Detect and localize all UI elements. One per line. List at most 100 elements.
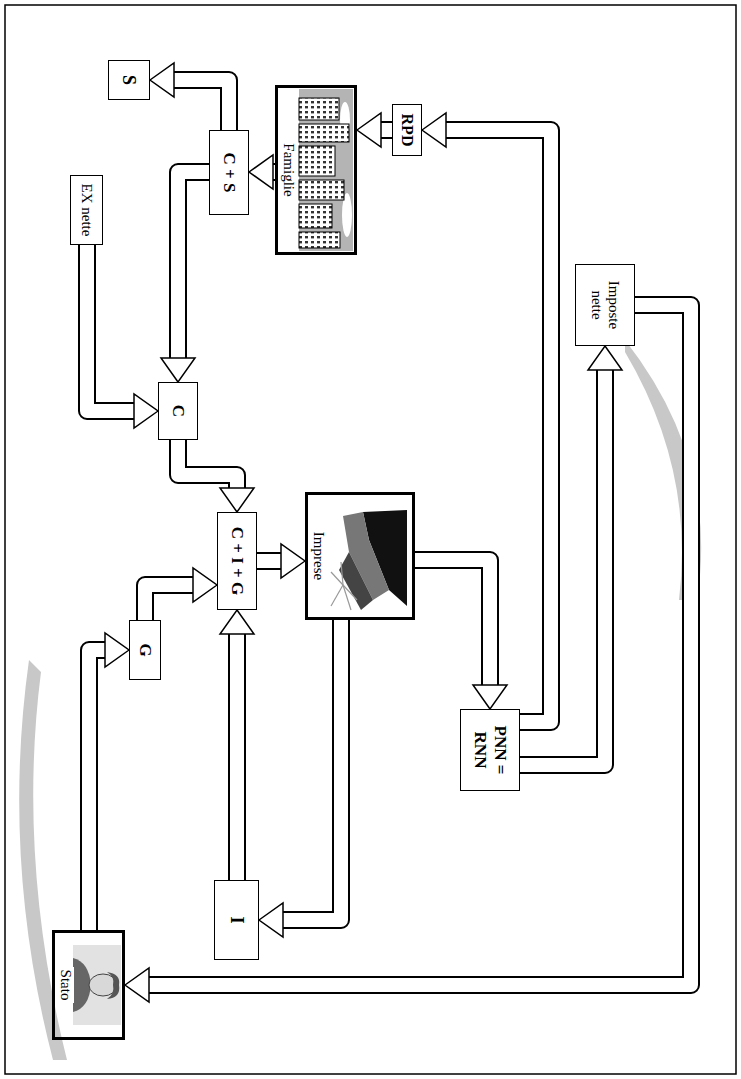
arrow-head (259, 903, 283, 937)
arrow-outline (147, 305, 691, 985)
arrow-body (172, 80, 229, 130)
portrait-ground (73, 945, 121, 1025)
arrow-outline (178, 172, 209, 360)
outer-frame (5, 5, 736, 1074)
sector-name: Famiglie (280, 140, 297, 199)
flow-label: PNN = RNN (470, 716, 509, 784)
arrow-head (422, 113, 446, 147)
building (299, 146, 335, 176)
arrow-body (257, 554, 283, 568)
arrow-body (89, 650, 107, 930)
arrow-head (357, 113, 381, 147)
building (299, 98, 339, 120)
arrow-head (125, 968, 149, 1002)
flow-arrow (415, 560, 507, 709)
arrow-outline (178, 440, 237, 490)
arrow-head (588, 346, 622, 370)
sector-name: Stato (57, 967, 74, 1004)
arrow-body (444, 130, 551, 722)
sector-box: Stato (52, 930, 125, 1040)
building (299, 204, 332, 228)
flow-arrow (87, 245, 158, 428)
arrow-body (520, 368, 605, 765)
flow-arrow (150, 63, 229, 130)
flow-arrow (178, 440, 254, 512)
flow-arrow (422, 113, 551, 722)
flow-arrow (161, 172, 209, 382)
flow-label-box: PNN = RNN (460, 709, 520, 791)
flow-label: C (168, 405, 188, 417)
picture-ground (329, 496, 411, 616)
building (299, 124, 349, 142)
light-burst (331, 562, 357, 610)
flow-label: C + S (219, 153, 239, 193)
state-portrait (73, 945, 121, 1025)
building (299, 232, 340, 248)
stock-box: S (108, 60, 150, 100)
flow-label: EX nette (78, 184, 95, 237)
flow-arrow (257, 544, 305, 578)
flow-label-box: C (158, 382, 198, 440)
arrow-outline (257, 552, 283, 570)
arrow-head (150, 63, 174, 97)
flow-label: Imposte nette (588, 271, 623, 339)
flow-label-box: C + I + G (217, 512, 257, 610)
grey-plane (339, 552, 373, 610)
arrow-outline (172, 80, 229, 130)
arrow-outline (89, 650, 107, 930)
flow-label-box: G (129, 620, 161, 680)
city-sky (299, 89, 353, 251)
sector-box: Imprese (305, 492, 415, 620)
arrow-body (178, 440, 237, 490)
flow-arrow (357, 113, 392, 147)
flow-label: C + I + G (227, 527, 247, 596)
arrow-outline (281, 620, 341, 920)
arrow-body (147, 305, 691, 985)
flow-label-box: C + S (209, 130, 249, 215)
arrow-head (249, 155, 273, 189)
arrow-head (105, 633, 129, 667)
flow-arrow (520, 346, 622, 765)
arrow-body (281, 620, 341, 920)
factory-illustration (329, 496, 411, 616)
shoulders (73, 958, 91, 1012)
arrow-body (87, 245, 136, 411)
flow-label-box: EX nette (70, 175, 103, 245)
sector-box: Famiglie (275, 85, 357, 255)
sector-name: Imprese (310, 529, 327, 583)
arrow-head (281, 544, 305, 578)
flow-arrow (259, 620, 341, 937)
arrow-outline (520, 368, 605, 765)
building (299, 180, 344, 200)
flow-label: G (135, 643, 155, 656)
flow-arrow (89, 633, 129, 930)
arrow-head (134, 394, 158, 428)
arrow-outline (444, 130, 551, 722)
arrow-head (473, 685, 507, 709)
flow-arrow (125, 305, 691, 1002)
flow-arrow (249, 155, 275, 189)
flow-arrow (220, 610, 254, 880)
arrow-body (415, 560, 490, 687)
flow-label: I (226, 916, 247, 923)
flow-label: RPD (398, 114, 416, 147)
arrow-head (193, 568, 217, 602)
arrow-body (230, 632, 244, 880)
flow-label: S (119, 75, 140, 85)
hair (107, 972, 119, 999)
flow-arrow (145, 568, 217, 620)
arrow-head (220, 610, 254, 634)
arrow-outline (145, 585, 195, 620)
arrow-outline (87, 245, 136, 411)
flow-label-box: I (214, 880, 259, 960)
arrow-body (145, 585, 195, 620)
arrow-outline (415, 560, 490, 687)
arrow-body (178, 172, 209, 360)
city-illustration (299, 89, 353, 251)
flow-label-box: RPD (392, 104, 422, 156)
arrow-outline (228, 632, 246, 880)
flow-label-box: Imposte nette (575, 264, 635, 346)
